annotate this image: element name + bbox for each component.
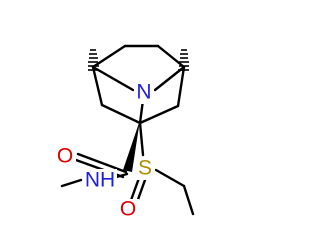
nh-mask: [83, 169, 117, 191]
bond-c6-s: [138, 121, 145, 157]
n-ring-mask: [134, 82, 154, 104]
bond-c1-n: [91, 65, 135, 92]
bond-carbonyl-o-1: [76, 152, 128, 174]
bond-c6-c7: [138, 104, 180, 125]
atom-n-ring: N: [136, 81, 151, 104]
o-carbonyl-mask: [54, 145, 76, 167]
bond-c1-c5: [91, 65, 104, 107]
bond-c1-c2: [91, 44, 127, 69]
bold-wedge-c6-carbonyl: [123, 120, 140, 172]
atom-s: S: [138, 157, 152, 180]
bond-c5-c6: [100, 103, 142, 125]
s-mask: [135, 158, 155, 180]
bond-c3-c4: [156, 44, 186, 69]
molecule-canvas: N O NH S O: [54, 44, 195, 221]
atom-o-carbonyl: O: [57, 145, 73, 168]
bond-n-methyl: [60, 178, 83, 188]
bond-c7-c4: [176, 65, 186, 108]
atom-n-amide: NH: [85, 169, 115, 192]
bond-s-o-1: [128, 176, 141, 205]
bond-s-ch2: [154, 168, 186, 188]
atom-o-sulfonyl: O: [120, 198, 136, 221]
bond-ch2-ch3: [182, 184, 195, 216]
o-sulfonyl-mask: [117, 199, 139, 221]
molecule-structure: N O NH S O: [54, 44, 195, 221]
bond-c4-n: [153, 65, 186, 92]
